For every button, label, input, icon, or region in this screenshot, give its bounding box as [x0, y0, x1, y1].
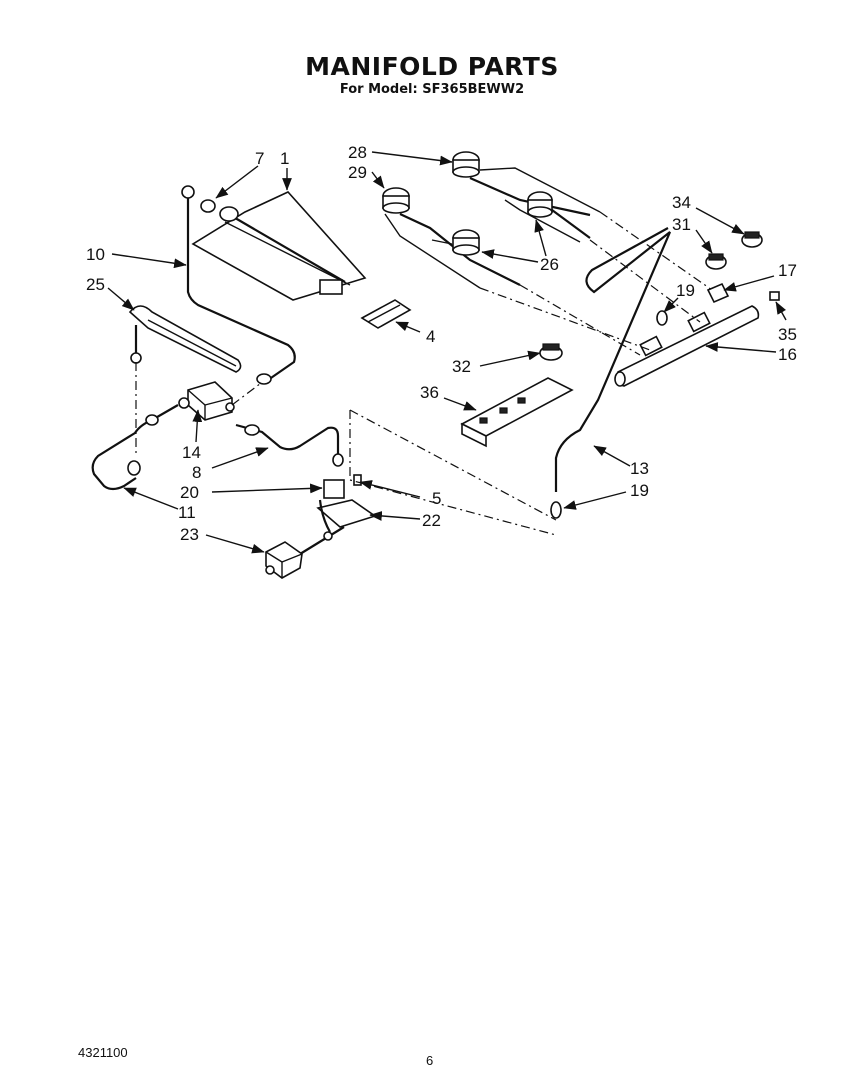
callout-8: 8: [192, 463, 201, 482]
page-number: 6: [426, 1053, 434, 1068]
valve-centerline: [231, 379, 266, 406]
callout-26: 26: [540, 255, 559, 274]
manifold-supply-tube: [554, 227, 672, 492]
callout-20: 20: [180, 483, 199, 502]
control-knob-31: [705, 253, 727, 270]
callout-16: 16: [778, 345, 797, 364]
callout-35: 35: [778, 325, 797, 344]
broil-supply-tube: [91, 404, 179, 491]
burner-bracket: [460, 377, 574, 448]
tube-nut-c: [244, 424, 344, 467]
callout-23: 23: [180, 525, 199, 544]
manifold-pipe: [614, 305, 760, 387]
surface-burner-front-left: [382, 187, 521, 289]
tube-nut-b: [127, 414, 159, 476]
model-subtitle: For Model: SF365BEWW2: [339, 82, 525, 97]
callout-labels: 7 1 10 25 14 8 20 11 23 4 5 22 28 29 26 …: [86, 143, 797, 544]
callout-7: 7: [255, 149, 264, 168]
supply-centerline-b: [349, 409, 557, 521]
callout-34: 34: [672, 193, 691, 212]
tube-nut-a: [256, 373, 272, 385]
callout-1: 1: [280, 149, 289, 168]
callout-25: 25: [86, 275, 105, 294]
burner-centerline-d: [519, 284, 641, 356]
callout-31: 31: [672, 215, 691, 234]
document-number: 4321100: [78, 1045, 128, 1060]
regulator-tube: [235, 423, 340, 456]
callout-29: 29: [348, 163, 367, 182]
oven-supply-tube: [186, 198, 296, 381]
surface-burner-rear-left: [452, 151, 601, 217]
callout-36: 36: [420, 383, 439, 402]
control-knob-32: [539, 343, 563, 361]
callout-22: 22: [422, 511, 441, 530]
callout-32: 32: [452, 357, 471, 376]
callout-19-upper: 19: [676, 281, 695, 300]
supply-centerline: [349, 410, 557, 536]
callout-10: 10: [86, 245, 105, 264]
page-title: MANIFOLD PARTS: [305, 52, 559, 81]
callout-13: 13: [630, 459, 649, 478]
callout-5: 5: [432, 489, 441, 508]
surface-burner-front-right: [431, 229, 480, 256]
pressure-regulator: [265, 474, 377, 579]
callout-19-lower: 19: [630, 481, 649, 500]
pilot-bracket: [360, 299, 412, 329]
callout-28: 28: [348, 143, 367, 162]
oven-burner-tube: [219, 206, 346, 283]
callout-17: 17: [778, 261, 797, 280]
leader-lines: [107, 151, 787, 554]
burner-centerline-c: [479, 287, 651, 351]
burner-centerline-b: [589, 239, 701, 323]
tube-nut-d: [550, 310, 668, 519]
callout-14: 14: [182, 443, 201, 462]
callout-4: 4: [426, 327, 435, 346]
control-knob-34: [741, 231, 763, 248]
manifold-valve: [706, 282, 780, 304]
safety-valve: [178, 381, 235, 421]
burner-centerline-a: [599, 211, 716, 293]
surface-burner-rear-right: [504, 191, 591, 243]
oven-shield-plate: [191, 191, 367, 301]
broil-burner: [128, 305, 242, 373]
callout-11: 11: [178, 503, 196, 522]
